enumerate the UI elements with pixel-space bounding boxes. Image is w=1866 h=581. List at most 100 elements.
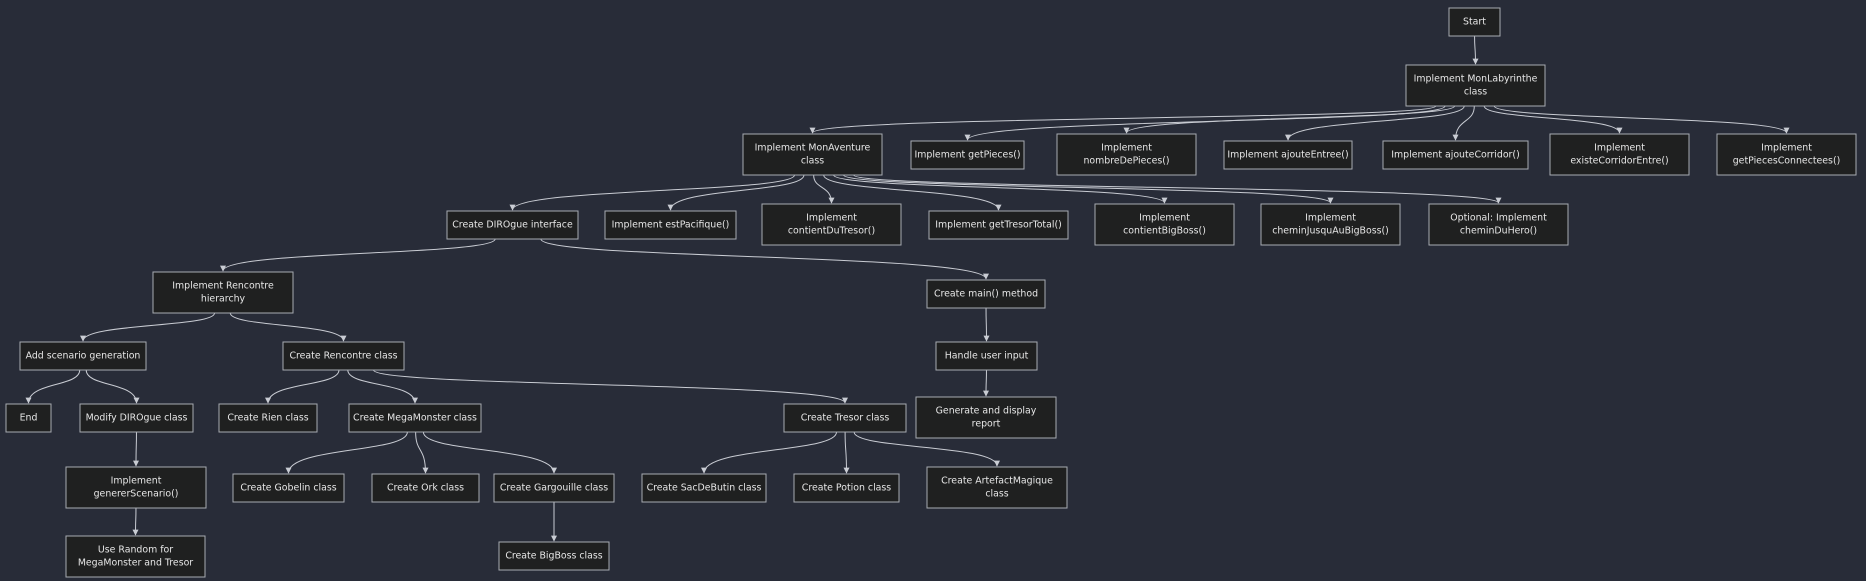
node-handle-user-input-box xyxy=(935,341,1038,371)
edge-dirogue-to-rencontre xyxy=(220,238,496,272)
node-create-potion-class-label: Create Potion class xyxy=(802,483,892,494)
node-implement-gettresortotal-label: Implement getTresorTotal() xyxy=(935,220,1062,231)
node-implement-existecorridorentre-box xyxy=(1549,133,1690,176)
node-implement-monaventure-box xyxy=(742,133,883,176)
node-implement-ajoutecorridor: Implement ajouteCorridor() xyxy=(1382,140,1529,170)
node-implement-ajouteentree: Implement ajouteEntree() xyxy=(1223,140,1353,170)
node-implement-rencontre-hierarchy-label: Implement Rencontre xyxy=(172,281,274,292)
node-create-artefactmagique-class-label: class xyxy=(985,489,1008,500)
edge-megamonster-to-ork xyxy=(415,431,429,474)
node-create-tresor-class-box xyxy=(783,403,907,433)
node-implement-ajouteentree-label: Implement ajouteEntree() xyxy=(1227,150,1348,161)
node-modify-dirogue-class-box xyxy=(79,403,194,433)
edge-megamonster-to-gargouille xyxy=(422,431,557,474)
node-create-rencontre-class-box xyxy=(282,341,405,371)
node-create-artefactmagique-class-box xyxy=(926,466,1068,509)
node-implement-nombredepieces: Implement nombreDePieces() xyxy=(1056,133,1197,176)
node-create-gobelin-class-label: Create Gobelin class xyxy=(240,483,336,494)
edge-lab-to-existe xyxy=(1483,105,1623,134)
node-create-main-method-box xyxy=(926,279,1046,309)
edge-lab-to-nombre xyxy=(1123,105,1456,134)
node-use-random-label: MegaMonster and Tresor xyxy=(78,558,193,569)
node-implement-monlabyrinthe-label: class xyxy=(1464,87,1487,98)
node-implement-genererscenario-label: Implement xyxy=(111,476,162,487)
node-modify-dirogue-class: Modify DIROgue class xyxy=(79,403,194,433)
edge-rencontre-to-scenario xyxy=(80,312,216,342)
node-implement-contientbigboss-box xyxy=(1094,203,1235,246)
node-create-rencontre-class: Create Rencontre class xyxy=(282,341,405,371)
node-implement-contientbigboss-label: contientBigBoss() xyxy=(1123,226,1206,237)
node-add-scenario-generation-label: Add scenario generation xyxy=(26,351,141,362)
node-create-gobelin-class: Create Gobelin class xyxy=(232,473,345,503)
node-add-scenario-generation: Add scenario generation xyxy=(19,341,147,371)
node-create-dirogue-interface-box xyxy=(446,210,579,240)
node-create-rien-class-label: Create Rien class xyxy=(227,413,308,424)
node-implement-cheminjusquaubigboss-label: cheminJusquAuBigBoss() xyxy=(1272,226,1389,237)
node-create-megamonster-class-label: Create MegaMonster class xyxy=(353,413,477,424)
node-create-gobelin-class-box xyxy=(232,473,345,503)
node-create-dirogue-interface-label: Create DIROgue interface xyxy=(452,220,573,231)
node-create-rien-class-box xyxy=(218,403,318,433)
node-create-main-method-label: Create main() method xyxy=(934,289,1038,300)
node-implement-nombredepieces-label: Implement xyxy=(1101,143,1152,154)
node-create-sacdebutin-class-box xyxy=(641,473,767,503)
node-implement-cheminjusquaubigboss-label: Implement xyxy=(1305,213,1356,224)
node-implement-getpiecesconnectees-box xyxy=(1716,133,1857,176)
edge-aventure-to-dirogue xyxy=(509,174,795,211)
node-create-artefactmagique-class-label: Create ArtefactMagique xyxy=(941,476,1053,487)
node-create-rien-class: Create Rien class xyxy=(218,403,318,433)
edge-lab-to-ajouteentree xyxy=(1285,105,1465,141)
node-implement-ajoutecorridor-label: Implement ajouteCorridor() xyxy=(1391,150,1519,161)
node-implement-ajouteentree-box xyxy=(1223,140,1353,170)
node-implement-getpieces-label: Implement getPieces() xyxy=(914,150,1020,161)
node-create-tresor-class: Create Tresor class xyxy=(783,403,907,433)
node-generate-display-report-label: report xyxy=(972,419,1001,430)
node-implement-monlabyrinthe-box xyxy=(1405,64,1546,107)
edge-aventure-to-hero xyxy=(853,174,1502,204)
node-generate-display-report-label: Generate and display xyxy=(936,406,1037,417)
node-implement-cheminjusquaubigboss-box xyxy=(1260,203,1401,246)
node-create-megamonster-class: Create MegaMonster class xyxy=(348,403,482,433)
node-implement-monlabyrinthe-label: Implement MonLabyrinthe xyxy=(1414,74,1538,85)
edges xyxy=(25,35,1790,542)
node-implement-nombredepieces-box xyxy=(1056,133,1197,176)
node-create-sacdebutin-class-label: Create SacDeButin class xyxy=(647,483,762,494)
node-implement-existecorridorentre-label: existeCorridorEntre() xyxy=(1570,156,1668,167)
edge-lab-to-ajoutecorridor xyxy=(1452,105,1475,141)
node-implement-genererscenario: Implement genererScenario() xyxy=(65,466,207,509)
node-implement-gettresortotal: Implement getTresorTotal() xyxy=(928,210,1069,240)
node-create-potion-class-box xyxy=(793,473,900,503)
node-implement-genererscenario-label: genererScenario() xyxy=(94,489,179,500)
node-implement-monaventure-label: class xyxy=(801,156,824,167)
node-use-random-label: Use Random for xyxy=(98,545,173,556)
edge-rencontre-to-rencontreclass xyxy=(229,312,347,342)
edge-dirogue-to-main xyxy=(540,238,989,280)
node-create-main-method: Create main() method xyxy=(926,279,1046,309)
node-create-potion-class: Create Potion class xyxy=(793,473,900,503)
node-create-dirogue-interface: Create DIROgue interface xyxy=(446,210,579,240)
node-generate-display-report-box xyxy=(915,396,1057,439)
node-create-bigboss-class: Create BigBoss class xyxy=(498,541,610,571)
node-end-label: End xyxy=(20,413,38,424)
edge-scenario-to-modify xyxy=(85,369,140,404)
edge-rencontreclass-to-tresor xyxy=(373,369,848,404)
node-handle-user-input: Handle user input xyxy=(935,341,1038,371)
node-start-box xyxy=(1448,7,1501,37)
edge-aventure-to-tresortotal xyxy=(823,174,1002,211)
edge-start-to-lab xyxy=(1472,35,1479,65)
node-create-rencontre-class-label: Create Rencontre class xyxy=(289,351,397,362)
edge-tresor-to-potion xyxy=(843,431,850,474)
node-implement-nombredepieces-label: nombreDePieces() xyxy=(1083,156,1169,167)
node-use-random-box xyxy=(65,535,206,578)
node-end: End xyxy=(5,403,52,433)
node-optional-chemin-du-hero-label: cheminDuHero() xyxy=(1460,226,1537,237)
node-generate-display-report: Generate and display report xyxy=(915,396,1057,439)
edge-aventure-to-bigboss xyxy=(833,174,1168,204)
